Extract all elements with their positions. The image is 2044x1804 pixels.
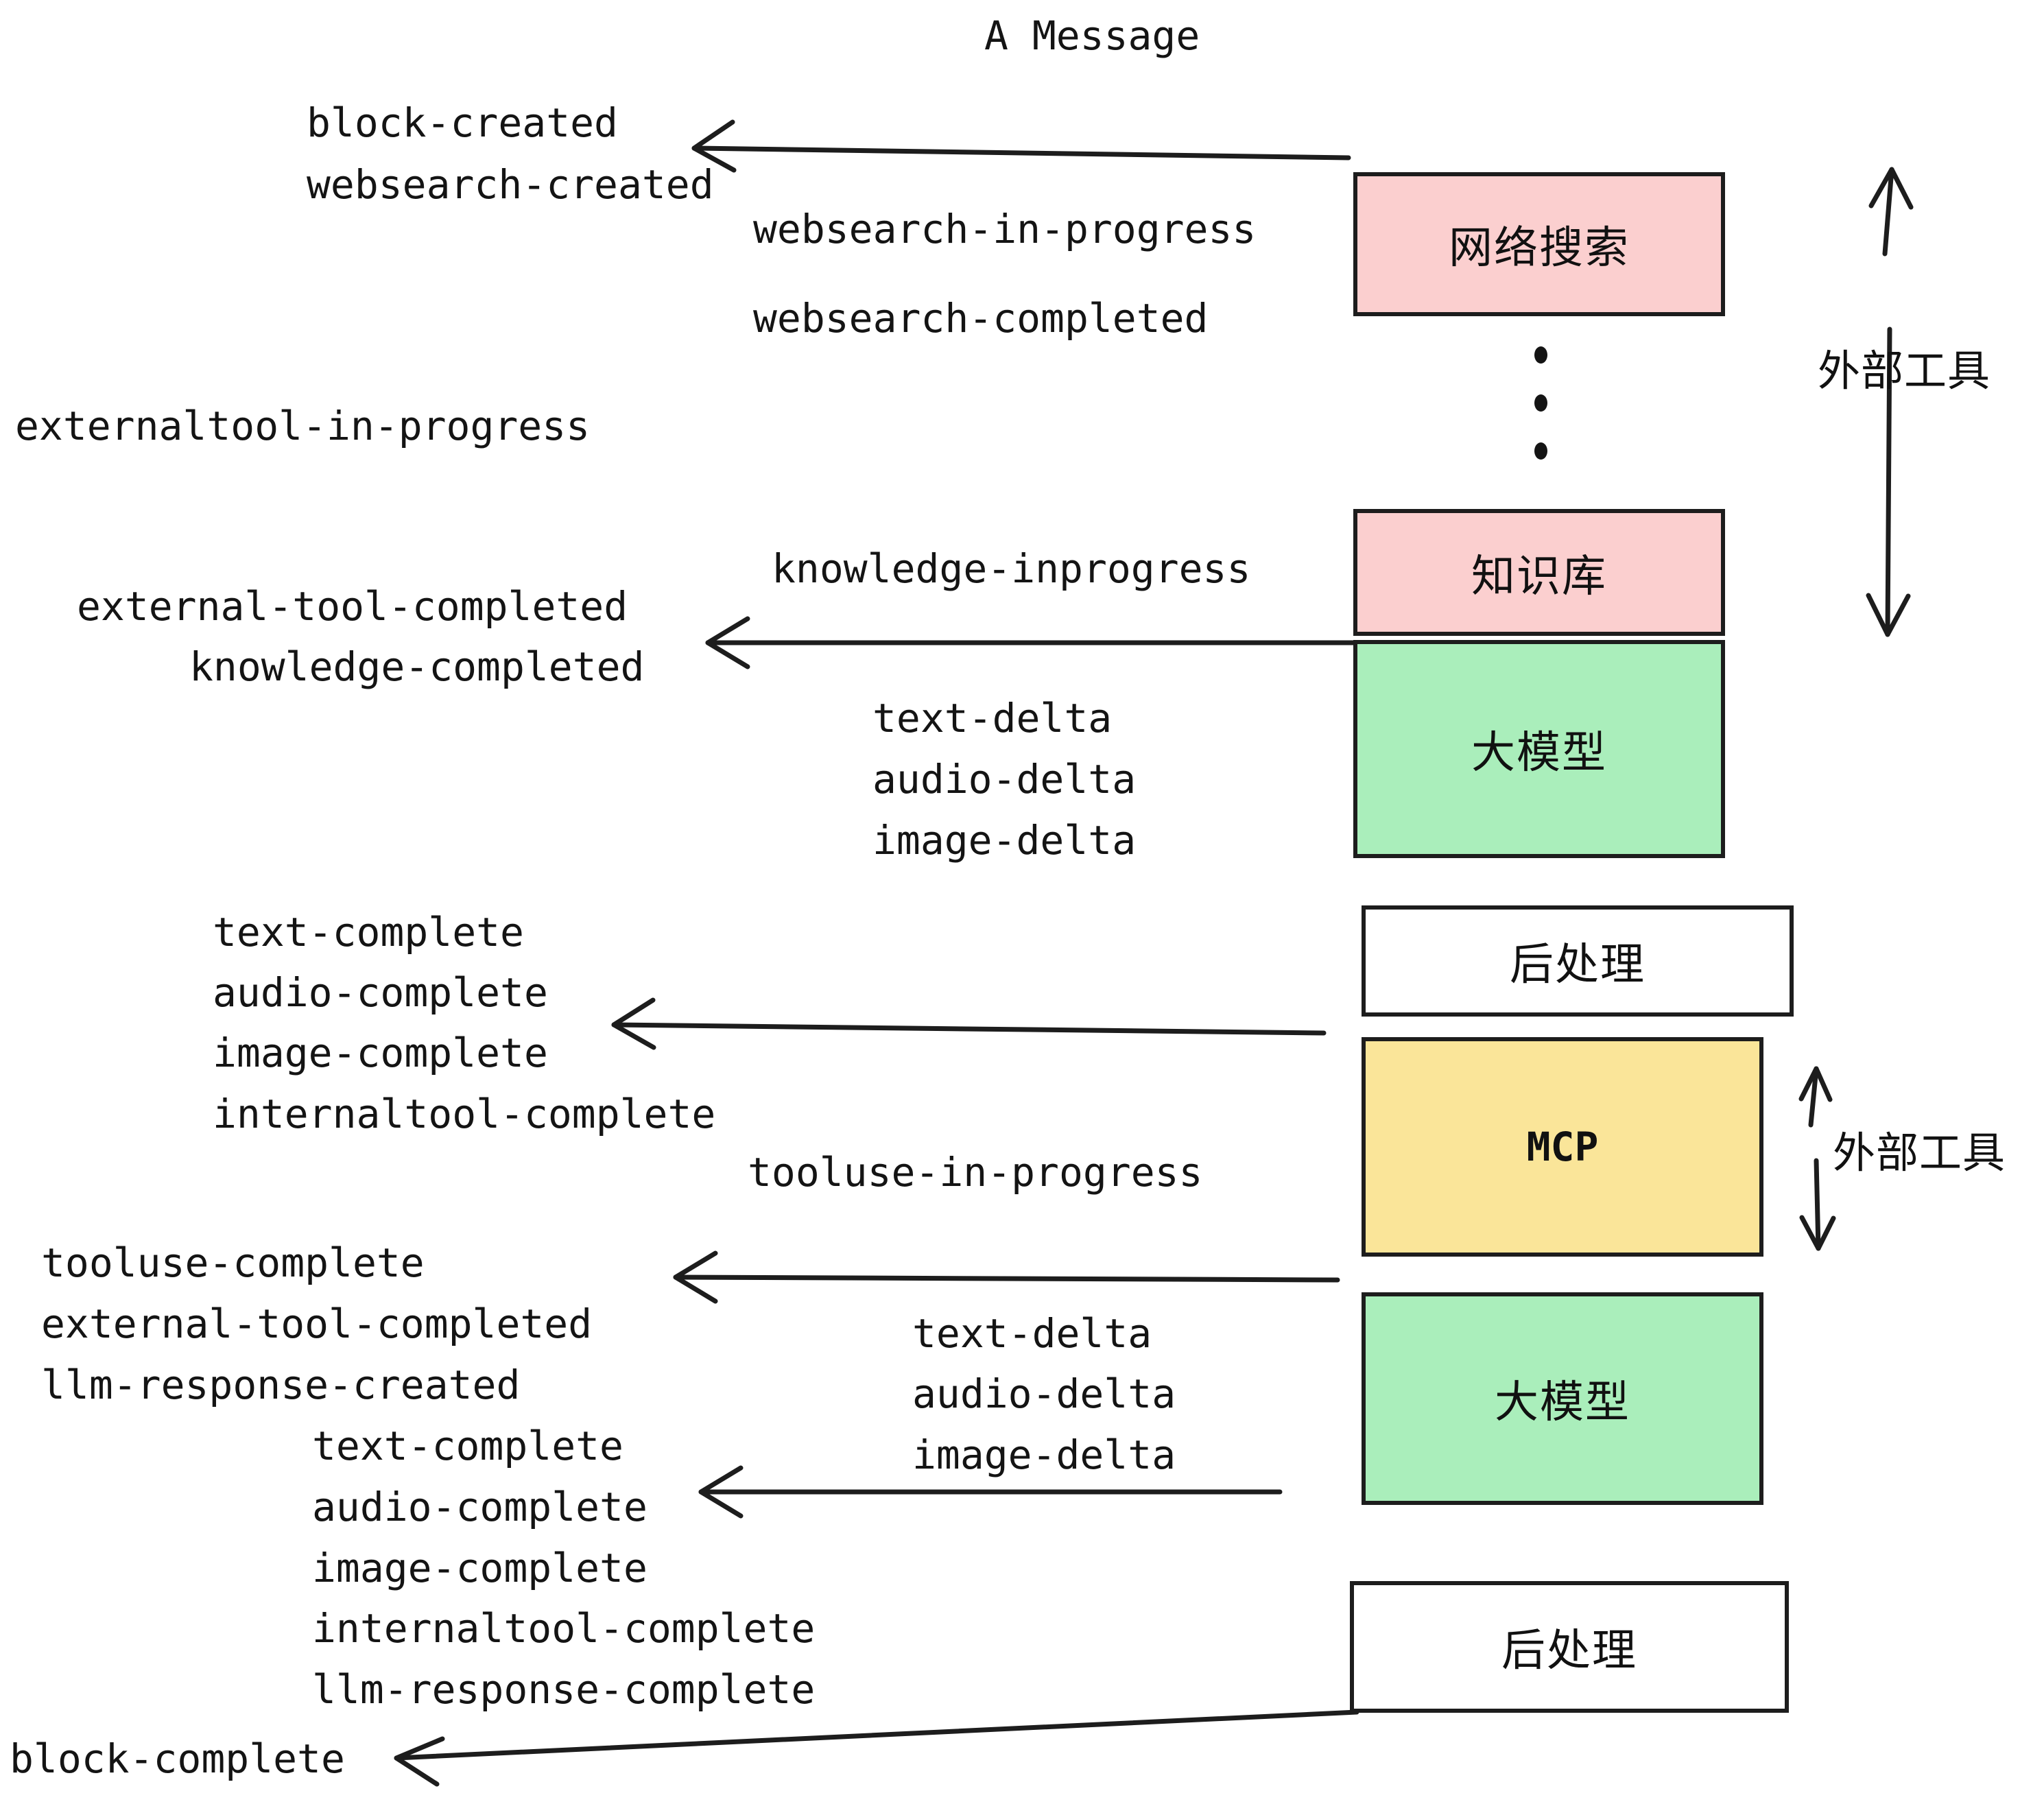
- box-knowledge[interactable]: 知识库: [1353, 509, 1725, 636]
- event-externaltool-in-progress: externaltool-in-progress: [15, 403, 591, 449]
- side-label-external-tools-bottom: 外部工具: [1833, 1128, 2006, 1178]
- event-tooluse-complete: tooluse-complete: [41, 1239, 425, 1286]
- event-websearch-created: websearch-created: [307, 161, 714, 208]
- ellipsis-dot: [1534, 346, 1547, 364]
- box-llm-2[interactable]: 大模型: [1362, 1292, 1763, 1505]
- box-label: 后处理: [1510, 940, 1645, 990]
- event-audio-complete-2: audio-complete: [312, 1484, 647, 1530]
- event-external-tool-completed-1: external-tool-completed: [77, 583, 628, 630]
- event-websearch-completed: websearch-completed: [753, 295, 1209, 342]
- box-label: 网络搜索: [1449, 223, 1630, 274]
- event-image-delta-2: image-delta: [912, 1432, 1176, 1478]
- event-block-complete: block-complete: [10, 1735, 345, 1782]
- side-label-external-tools-top: 外部工具: [1818, 346, 1991, 396]
- box-label: 知识库: [1471, 551, 1607, 602]
- event-audio-complete-1: audio-complete: [213, 969, 548, 1016]
- ellipsis-dot: [1534, 394, 1547, 412]
- event-text-complete-2: text-complete: [312, 1423, 623, 1469]
- event-llm-response-complete: llm-response-complete: [312, 1666, 816, 1713]
- box-websearch[interactable]: 网络搜索: [1353, 172, 1725, 316]
- event-knowledge-inprogress: knowledge-inprogress: [772, 545, 1251, 592]
- event-block-created: block-created: [307, 99, 618, 146]
- event-image-complete-2: image-complete: [312, 1545, 647, 1591]
- box-label: 大模型: [1495, 1377, 1630, 1428]
- event-text-delta-1: text-delta: [872, 695, 1113, 741]
- box-postprocessing-2[interactable]: 后处理: [1350, 1581, 1789, 1713]
- event-text-delta-2: text-delta: [912, 1310, 1152, 1357]
- ellipsis-dot: [1534, 442, 1547, 460]
- box-mcp[interactable]: MCP: [1362, 1037, 1763, 1257]
- event-image-complete-1: image-complete: [213, 1030, 548, 1076]
- event-text-complete-1: text-complete: [213, 909, 524, 956]
- event-internaltool-complete-1: internaltool-complete: [213, 1091, 716, 1137]
- box-label: 后处理: [1501, 1626, 1637, 1676]
- event-image-delta-1: image-delta: [872, 817, 1137, 864]
- box-label: MCP: [1526, 1124, 1599, 1170]
- event-knowledge-completed: knowledge-completed: [189, 643, 645, 690]
- event-internaltool-complete-2: internaltool-complete: [312, 1605, 816, 1652]
- event-llm-response-created: llm-response-created: [41, 1362, 521, 1408]
- box-postprocessing-1[interactable]: 后处理: [1362, 905, 1794, 1017]
- event-external-tool-completed-2: external-tool-completed: [41, 1301, 593, 1347]
- event-audio-delta-1: audio-delta: [872, 756, 1137, 803]
- vertical-ellipsis: [1532, 346, 1549, 460]
- page-title: A Message: [984, 12, 1200, 59]
- box-llm-1[interactable]: 大模型: [1353, 640, 1725, 858]
- event-audio-delta-2: audio-delta: [912, 1370, 1176, 1417]
- event-tooluse-in-progress: tooluse-in-progress: [748, 1149, 1203, 1196]
- event-websearch-in-progress: websearch-in-progress: [753, 206, 1257, 252]
- box-label: 大模型: [1471, 728, 1607, 779]
